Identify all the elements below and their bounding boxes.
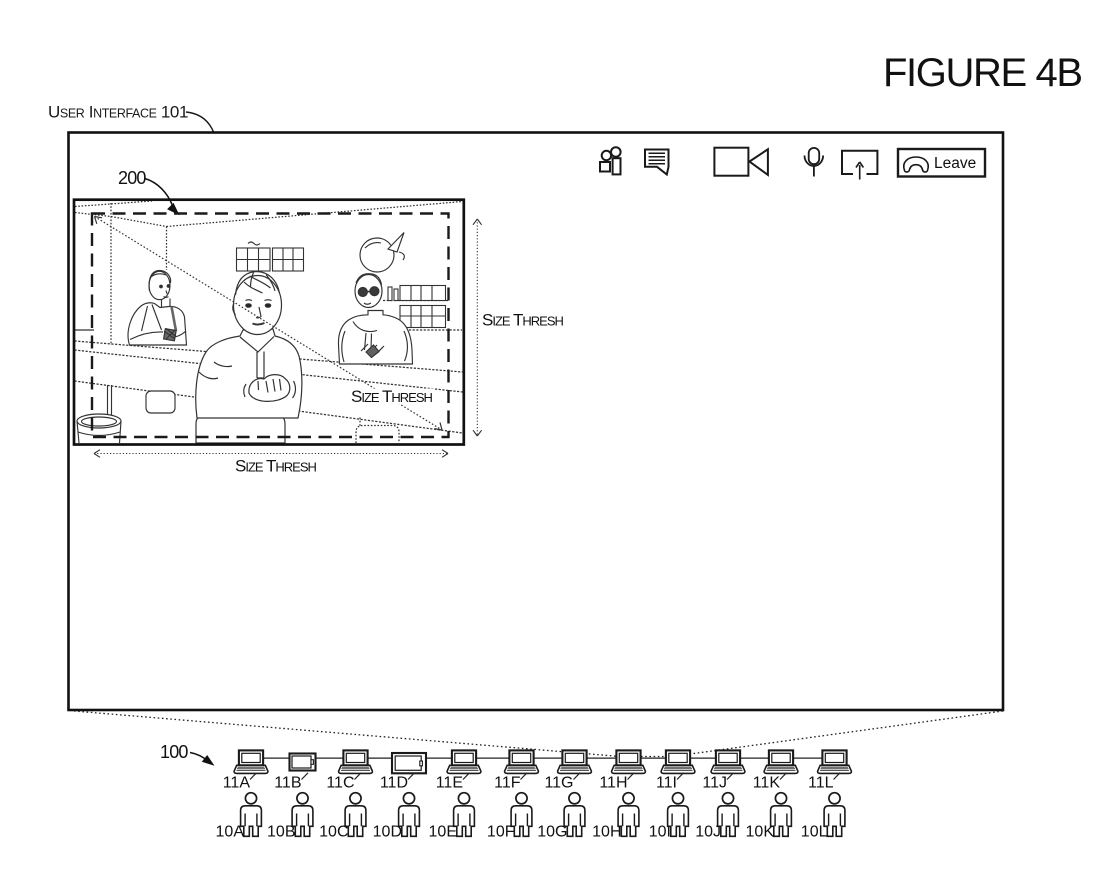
svg-text:11A: 11A [223,775,251,792]
svg-text:11G: 11G [544,775,573,792]
svg-text:SIZE THRESH: SIZE THRESH [235,457,317,476]
svg-text:11K: 11K [753,775,781,792]
svg-text:USER INTERFACE 101: USER INTERFACE 101 [48,103,188,122]
svg-text:200: 200 [118,168,146,188]
svg-text:10F: 10F [487,824,515,841]
svg-text:SIZE THRESH: SIZE THRESH [351,387,433,406]
svg-text:Leave: Leave [934,155,976,172]
svg-text:10J: 10J [695,824,721,841]
svg-text:11H: 11H [599,775,627,792]
svg-text:10H: 10H [592,824,621,841]
svg-text:SIZE THRESH: SIZE THRESH [482,311,564,330]
svg-text:10E: 10E [429,824,457,841]
svg-text:11D: 11D [380,775,408,792]
svg-text:11E: 11E [436,775,463,792]
svg-text:10A: 10A [216,824,245,841]
svg-text:10K: 10K [746,824,775,841]
svg-text:10L: 10L [801,824,828,841]
svg-text:10D: 10D [373,824,402,841]
svg-text:10I: 10I [649,824,671,841]
svg-text:11B: 11B [274,775,301,792]
svg-text:100: 100 [160,742,188,762]
svg-text:10B: 10B [267,824,295,841]
svg-text:11I: 11I [656,775,677,792]
svg-text:10G: 10G [537,824,567,841]
svg-text:FIGURE 4B: FIGURE 4B [883,51,1083,95]
svg-text:11F: 11F [494,775,521,792]
svg-text:11J: 11J [702,775,727,792]
svg-text:10C: 10C [319,824,348,841]
svg-text:11C: 11C [326,775,354,792]
svg-text:11L: 11L [808,775,834,792]
